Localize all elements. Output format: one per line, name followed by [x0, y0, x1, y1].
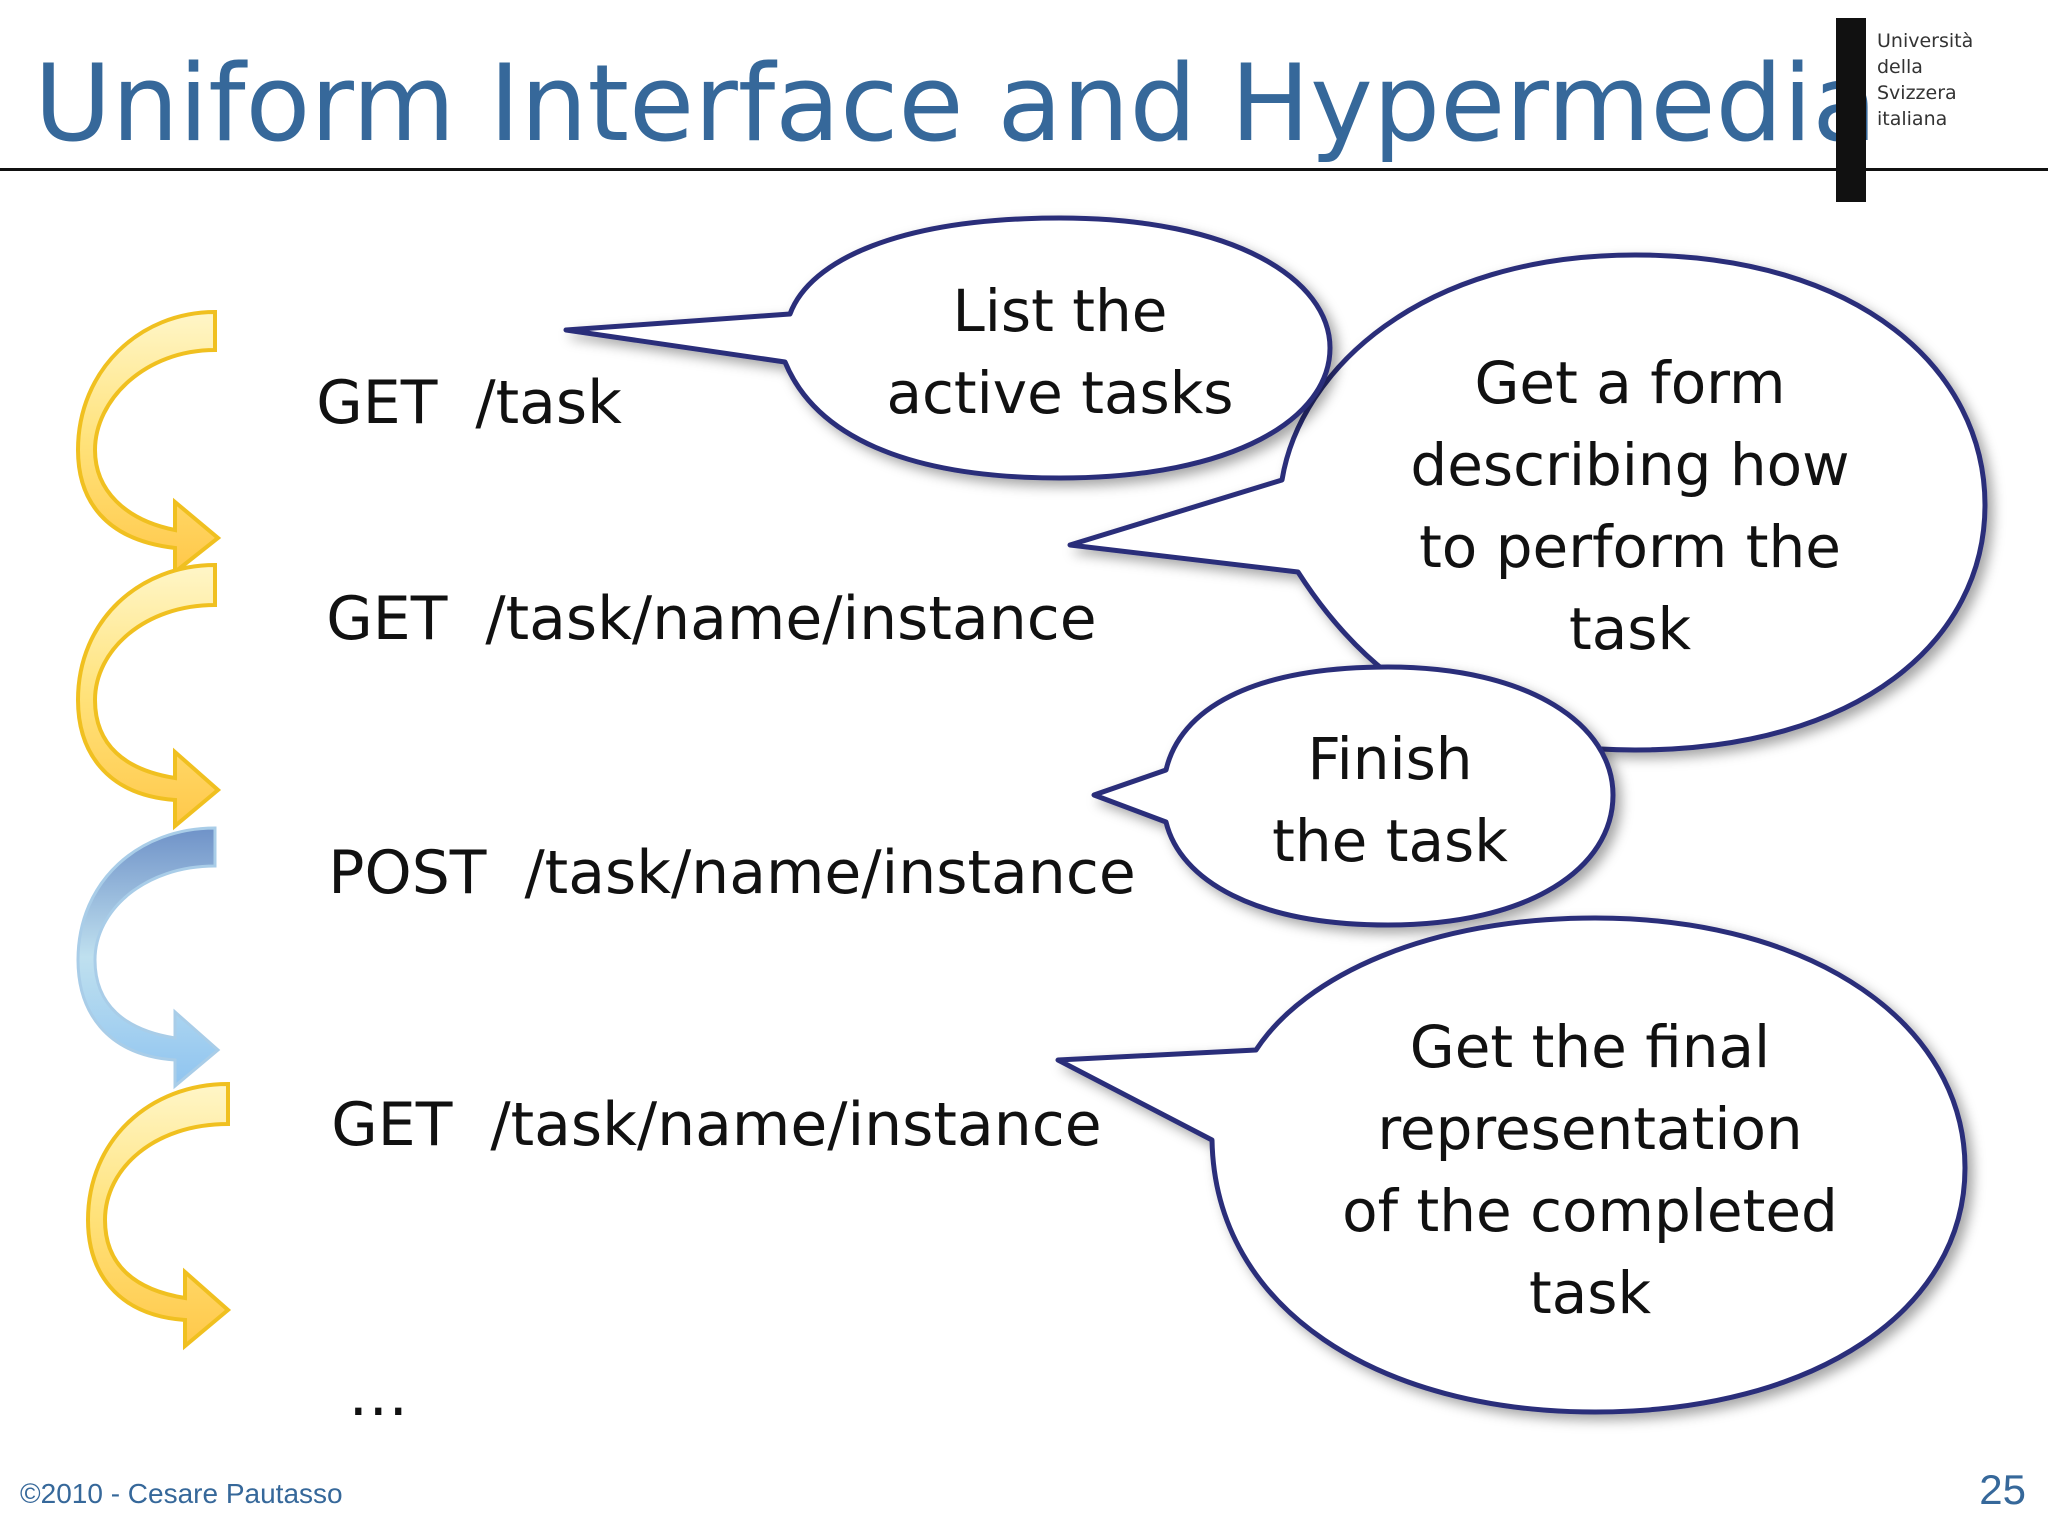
title-rule [0, 168, 2048, 171]
request-line-4: GET/task/name/instance [255, 1020, 1102, 1230]
curved-arrow-2 [75, 562, 222, 831]
request-method: GET [326, 584, 448, 654]
logo-line-4: italiana [1877, 108, 1948, 130]
bubble-line: the task [1272, 807, 1508, 875]
bubble-text-3: Finish the task [1220, 718, 1560, 882]
request-ellipsis: … [272, 1290, 408, 1500]
request-method: POST [328, 838, 487, 908]
request-path: /task/name/instance [490, 1090, 1102, 1160]
logo-line-1: Università [1877, 30, 1974, 52]
bubble-line: task [1528, 1259, 1652, 1327]
university-logo-bar [1836, 18, 1866, 202]
speech-bubble-3 [1091, 664, 1616, 928]
request-path: /task/name/instance [485, 584, 1097, 654]
bubble-line: Finish [1307, 725, 1473, 793]
footer-copyright: ©2010 - Cesare Pautasso [20, 1478, 343, 1509]
speech-bubble-4 [1055, 915, 1968, 1415]
bubble-text-2: Get a form describing how to perform the… [1390, 342, 1870, 670]
university-logo-text: Università della Svizzera italiana [1877, 28, 1973, 132]
bubble-line: representation [1377, 1095, 1803, 1163]
bubble-line: List the [952, 277, 1168, 345]
request-line-3: POST/task/name/instance [252, 768, 1136, 978]
bubble-line: active tasks [886, 359, 1234, 427]
request-line-2: GET/task/name/instance [250, 514, 1097, 724]
bubble-line: describing how [1410, 431, 1850, 499]
curved-arrow-1 [75, 309, 222, 577]
request-path: /task/name/instance [524, 838, 1136, 908]
request-method: GET [316, 368, 438, 438]
bubble-text-4: Get the final representation of the comp… [1320, 1006, 1860, 1334]
request-line-1: GET/task [240, 298, 622, 508]
page-number: 25 [1979, 1466, 2026, 1513]
bubble-line: to perform the [1419, 513, 1841, 581]
bubble-line: Get a form [1474, 349, 1786, 417]
curved-arrow-4 [85, 1081, 232, 1351]
speech-bubble-1 [563, 215, 1333, 481]
curved-arrow-3 [76, 826, 221, 1090]
request-path: /task [475, 368, 622, 438]
logo-line-3: Svizzera [1877, 82, 1957, 104]
bubble-text-1: List the active tasks [860, 270, 1260, 434]
request-path: … [348, 1360, 409, 1430]
bubble-line: of the completed [1342, 1177, 1838, 1245]
logo-line-2: della [1877, 56, 1923, 78]
bubble-line: Get the final [1409, 1013, 1771, 1081]
request-method: GET [331, 1090, 453, 1160]
bubble-line: task [1568, 595, 1692, 663]
slide-title: Uniform Interface and Hypermedia [34, 42, 1878, 165]
